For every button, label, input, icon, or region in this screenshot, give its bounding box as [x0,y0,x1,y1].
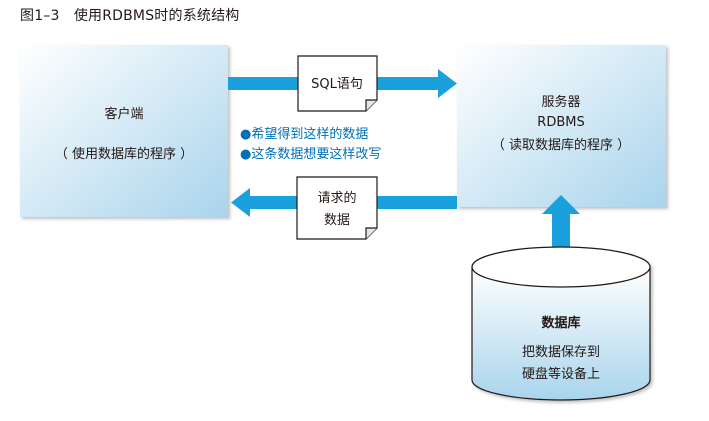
database-line2: 硬盘等设备上 [522,366,600,382]
client-box [20,45,228,217]
server-description: （ 读取数据库的程序 ） [492,137,630,153]
database-line1: 把数据保存到 [522,345,600,360]
response-doc-line2: 数据 [324,213,350,228]
data-document-icon [296,176,378,240]
database-cylinder [471,246,651,401]
note-item-2-text: 这条数据想要这样改写 [251,146,381,162]
client-name: 客户端 [104,106,143,122]
request-doc-label: SQL语句 [311,77,363,92]
server-box [457,45,666,207]
client-description: （ 使用数据库的程序 ） [55,146,193,162]
sql-document-icon [297,55,378,112]
bullet-icon: ● [240,147,251,162]
note-item-1: ●希望得到这样的数据 [240,126,368,142]
server-name: 服务器 [541,94,580,110]
figure-title: 图1–3 使用RDBMS时的系统结构 [20,8,240,24]
note-item-2: ●这条数据想要这样改写 [240,146,381,162]
note-item-1-text: 希望得到这样的数据 [251,126,368,142]
response-doc-line1: 请求的 [317,190,356,206]
database-name: 数据库 [541,315,580,331]
server-software: RDBMS [537,115,584,130]
bullet-icon: ● [240,127,251,142]
